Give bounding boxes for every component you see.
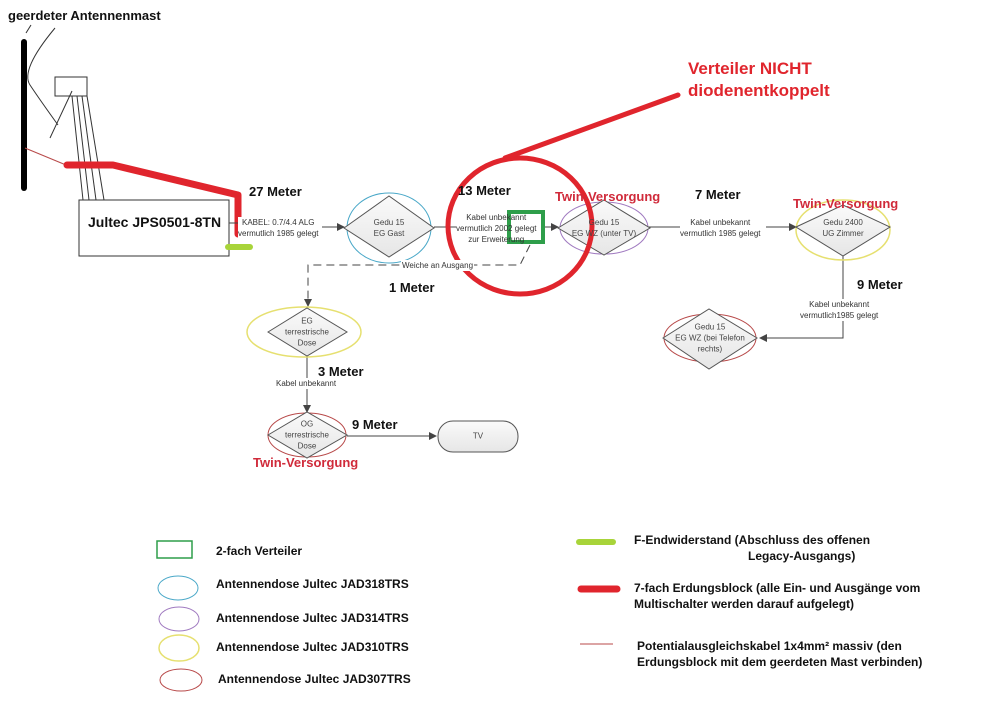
node-gast bbox=[343, 192, 435, 264]
legend-jad318-icon bbox=[157, 575, 199, 601]
legend-grounding-label: 7-fach Erdungsblock (alle Ein- und Ausgä… bbox=[634, 580, 920, 612]
multiswitch-box bbox=[78, 199, 230, 257]
lnb-box bbox=[54, 76, 88, 97]
length-c7: 9 Meter bbox=[352, 417, 398, 432]
cable-c4: Kabel unbekannt vermutlich1985 gelegt bbox=[800, 299, 879, 321]
link-ug-wztel bbox=[759, 256, 844, 342]
node-og-terr bbox=[267, 411, 349, 459]
cable-c2: Kabel unbekannt vermutlich 2002 gelegt z… bbox=[456, 212, 537, 245]
cable-c2-line1: Kabel unbekannt bbox=[466, 213, 527, 222]
callout-circle bbox=[445, 155, 595, 297]
node-wz-tel-label: Gedu 15 EG WZ (bei Telefon rechts) bbox=[675, 322, 745, 355]
cable-c3-line1: Kabel unbekannt bbox=[690, 218, 751, 227]
legend-jad310-label: Antennendose Jultec JAD310TRS bbox=[216, 640, 409, 654]
length-c1: 27 Meter bbox=[249, 184, 302, 199]
node-og-terr-line1: OG bbox=[300, 419, 314, 429]
node-ug-line2: UG Zimmer bbox=[822, 229, 864, 238]
node-gast-line2: EG Gast bbox=[373, 229, 405, 238]
cable-c1-line1: KABEL: 0.7/4.4 ALG bbox=[242, 218, 315, 227]
length-c4: 9 Meter bbox=[857, 277, 903, 292]
node-eg-terr-line2: terrestrische bbox=[284, 327, 330, 337]
node-eg-terr bbox=[246, 306, 362, 358]
node-wz-tv-badge: Twin-Versorgung bbox=[555, 189, 661, 204]
length-c3: 7 Meter bbox=[695, 187, 741, 202]
legend-jad318-label: Antennendose Jultec JAD318TRS bbox=[216, 577, 409, 591]
node-og-terr-line3: Dose bbox=[297, 441, 317, 451]
node-eg-terr-line3: Dose bbox=[297, 338, 317, 348]
cable-c4-line2: vermutlich1985 gelegt bbox=[800, 311, 879, 320]
cable-c1-line2: vermutlich 1985 gelegt bbox=[238, 229, 319, 238]
mast-title: geerdeter Antennenmast bbox=[8, 8, 161, 23]
splitter-square bbox=[507, 210, 545, 244]
callout-text: Verteiler NICHT diodenentkoppelt bbox=[688, 58, 830, 102]
length-c5: 1 Meter bbox=[389, 280, 435, 295]
legend-jad307-icon bbox=[159, 668, 203, 692]
node-og-terr-line2: terrestrische bbox=[284, 430, 330, 440]
node-og-terr-badge: Twin-Versorgung bbox=[253, 455, 359, 470]
cable-c4-line1: Kabel unbekannt bbox=[809, 300, 870, 309]
node-wz-tel-line2: EG WZ (bei Telefon bbox=[675, 333, 745, 343]
legend-equipotential-line2: Erdungsblock mit dem geerdeten Mast verb… bbox=[637, 655, 923, 669]
legend-jad310-icon bbox=[158, 634, 200, 662]
callout-pointer bbox=[502, 92, 681, 161]
cable-c3: Kabel unbekannt vermutlich 1985 gelegt bbox=[680, 217, 761, 239]
legend-splitter-label: 2-fach Verteiler bbox=[216, 544, 303, 558]
node-wz-tv-line1: Gedu 15 bbox=[588, 218, 620, 227]
dish-leader bbox=[25, 24, 32, 34]
dish-curve bbox=[27, 27, 59, 126]
node-eg-terr-line1: EG bbox=[301, 316, 313, 326]
cable-c3-line2: vermutlich 1985 gelegt bbox=[680, 229, 761, 238]
legend-terminator-line2: Legacy-Ausgangs) bbox=[748, 549, 856, 563]
lnb-cables bbox=[71, 95, 105, 201]
node-ug-badge: Twin-Versorgung bbox=[793, 196, 899, 211]
node-og-terr-label: OG terrestrische Dose bbox=[285, 419, 329, 452]
length-c6: 3 Meter bbox=[318, 364, 364, 379]
node-gast-line1: Gedu 15 bbox=[373, 218, 405, 227]
legend-splitter-icon bbox=[156, 540, 193, 559]
node-tv bbox=[437, 420, 519, 453]
link-splitter-eg-dashed bbox=[304, 244, 531, 307]
equipotential-cable bbox=[24, 147, 67, 166]
legend-jad307-label: Antennendose Jultec JAD307TRS bbox=[218, 672, 411, 686]
node-eg-terr-label: EG terrestrische Dose bbox=[285, 316, 329, 349]
node-wz-tv-line2: EG WZ (unter TV) bbox=[571, 229, 637, 238]
node-wz-tel-line3: rechts) bbox=[697, 344, 723, 354]
legend-equipotential-label: Potentialausgleichskabel 1x4mm² massiv (… bbox=[637, 638, 922, 670]
legend-grounding-line1: 7-fach Erdungsblock (alle Ein- und Ausgä… bbox=[634, 581, 921, 595]
cable-c2-line3: zur Erweiterung bbox=[468, 235, 525, 244]
node-gast-label: Gedu 15 EG Gast bbox=[374, 217, 405, 239]
multiswitch-label: Jultec JPS0501-8TN bbox=[88, 214, 222, 230]
legend-jad314-label: Antennendose Jultec JAD314TRS bbox=[216, 611, 409, 625]
callout-line2: diodenentkoppelt bbox=[688, 81, 830, 100]
cable-c6: Kabel unbekannt bbox=[276, 378, 337, 389]
cable-c1: KABEL: 0.7/4.4 ALG vermutlich 1985 geleg… bbox=[238, 217, 319, 239]
length-c2: 13 Meter bbox=[458, 183, 511, 198]
cable-c2-line2: vermutlich 2002 gelegt bbox=[456, 224, 537, 233]
legend-terminator-line1: F-Endwiderstand (Abschluss des offenen bbox=[634, 533, 871, 547]
legend-jad314-icon bbox=[158, 606, 200, 632]
node-tv-label: TV bbox=[472, 431, 484, 441]
node-wz-tv-label: Gedu 15 EG WZ (unter TV) bbox=[572, 217, 636, 239]
lnb-arm bbox=[49, 90, 73, 139]
node-ug-line1: Gedu 2400 bbox=[823, 218, 863, 227]
callout-line1: Verteiler NICHT bbox=[688, 59, 812, 78]
legend-grounding-line2: Multischalter werden darauf aufgelegt) bbox=[634, 597, 855, 611]
legend-terminator-label: F-Endwiderstand (Abschluss des offenen L… bbox=[634, 532, 870, 564]
grounding-block bbox=[63, 161, 242, 238]
node-ug bbox=[794, 199, 892, 261]
node-wz-tel bbox=[662, 308, 758, 370]
node-wz-tel-line1: Gedu 15 bbox=[694, 322, 726, 332]
node-ug-label: Gedu 2400 UG Zimmer bbox=[822, 217, 863, 239]
cable-c5: Weiche an Ausgang bbox=[401, 260, 475, 271]
legend-equipotential-line1: Potentialausgleichskabel 1x4mm² massiv (… bbox=[637, 639, 902, 653]
